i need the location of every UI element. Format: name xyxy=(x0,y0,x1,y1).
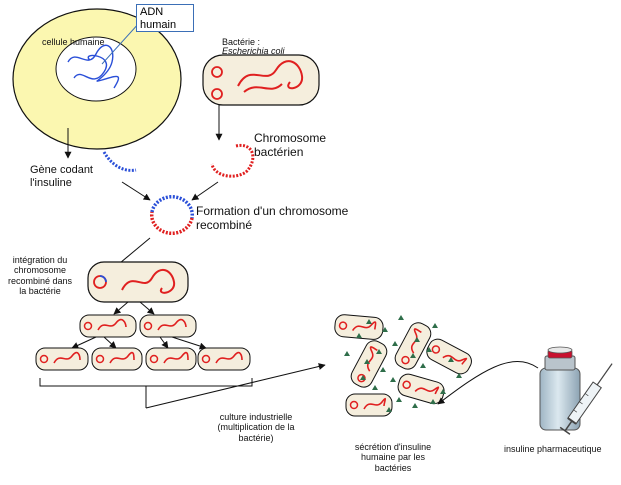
dna-label-box: ADN humain xyxy=(136,4,194,32)
arrow-icon xyxy=(103,336,117,349)
human-dna-strand xyxy=(67,44,120,89)
bacteria-generation-2 xyxy=(79,314,197,338)
arrow-icon xyxy=(121,181,151,201)
industrial-culture-label: culture industrielle (multiplication de … xyxy=(217,412,295,443)
culture-bracket xyxy=(39,378,253,408)
arrow-icon xyxy=(139,301,155,315)
syringe-icon xyxy=(559,363,613,435)
pharma-insulin-label: insuline pharmaceutique xyxy=(504,444,602,454)
recombinant-formation-label: Formation d'un chromosome recombiné xyxy=(196,204,349,232)
arrow-icon xyxy=(113,301,129,315)
secreting-bacteria-cluster xyxy=(334,314,472,417)
bacterium-recombinant xyxy=(87,261,189,303)
arrow-icon xyxy=(171,336,207,350)
bacteria-generation-3 xyxy=(35,347,251,371)
human-cell-label: cellule humaine xyxy=(42,37,105,47)
arrow-icon xyxy=(159,336,169,349)
bacteria-title-label: Bactérie : xyxy=(222,37,261,47)
integration-label: intégration du chromosome recombiné dans… xyxy=(7,255,73,297)
bacterium-original xyxy=(202,54,320,106)
recombinant-chromosome xyxy=(149,195,195,235)
dna-pointer-line xyxy=(101,21,141,65)
bacteria-species-label: Escherichia coli xyxy=(222,46,285,56)
secretion-label: sécrétion d'insuline humaine par les bac… xyxy=(354,442,432,473)
bacterial-chromosome-label: Chromosome bactérien xyxy=(254,131,327,159)
arrow-icon xyxy=(71,336,97,349)
arrow-icon xyxy=(437,361,539,405)
bacterial-chromosome xyxy=(210,143,255,178)
arrow-icon xyxy=(191,181,219,201)
insulin-gene-fragment xyxy=(102,151,137,172)
arrow-icon xyxy=(145,363,326,409)
human-cell xyxy=(12,8,182,150)
insulin-gene-label: Gène codant l'insuline xyxy=(30,164,93,189)
insulin-molecule-icon xyxy=(344,315,462,412)
